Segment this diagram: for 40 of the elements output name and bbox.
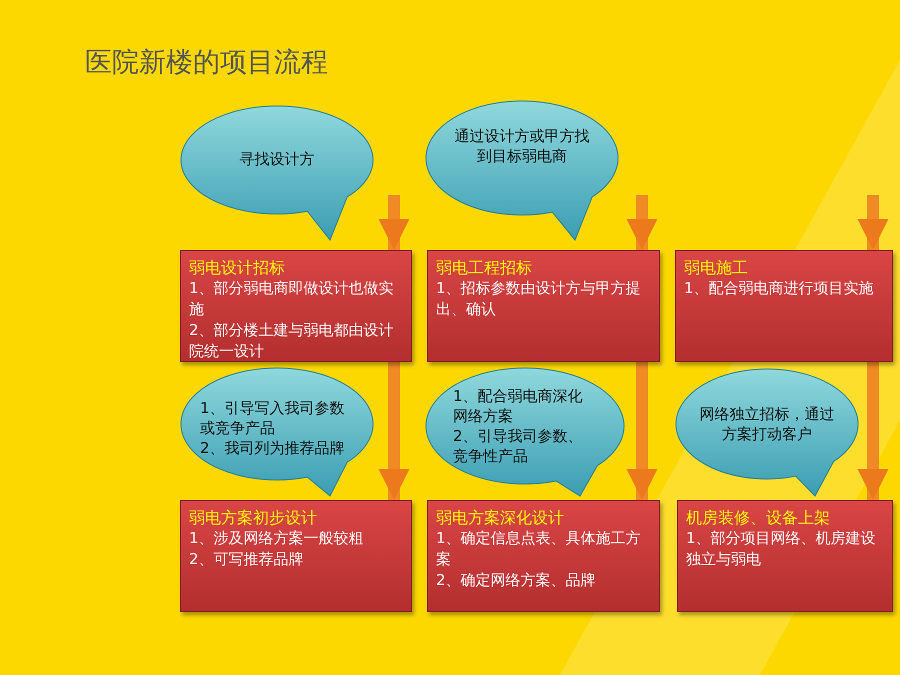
box-text: 1、确定信息点表、具体施工方案 — [436, 528, 642, 570]
box-heading: 弱电工程招标 — [436, 257, 533, 278]
speech-bubble — [675, 368, 860, 496]
arrow — [378, 362, 410, 500]
bubble-text: 通过设计方或甲方找到目标弱电商 — [454, 126, 590, 166]
box-heading: 机房装修、设备上架 — [686, 507, 831, 528]
box-text: 1、部分弱电商即做设计也做实施 — [189, 278, 395, 320]
arrow — [857, 362, 889, 500]
speech-bubble — [180, 368, 375, 496]
speech-bubble — [180, 105, 375, 240]
box-text: 1、涉及网络方案一般较粗 — [189, 528, 365, 549]
box-text: 1、部分项目网络、机房建设独立与弱电 — [686, 528, 877, 570]
box-text: 2、可写推荐品牌 — [189, 549, 305, 570]
arrow — [378, 195, 410, 250]
bubble-text: 网络独立招标，通过方案打动客户 — [698, 404, 836, 444]
box-text: 2、确定网络方案、品牌 — [436, 570, 597, 591]
box-heading: 弱电方案初步设计 — [189, 507, 318, 528]
box-heading: 弱电施工 — [684, 257, 749, 278]
box-heading: 弱电设计招标 — [189, 257, 286, 278]
box-text: 1、招标参数由设计方与甲方提出、确认 — [436, 278, 642, 320]
process-box — [180, 250, 412, 362]
bubble-text: 2、引导我司参数、竞争性产品 — [453, 426, 584, 466]
process-box — [180, 500, 412, 612]
process-box — [427, 250, 660, 362]
speech-bubble — [425, 368, 625, 496]
box-text: 2、部分楼土建与弱电都由设计院统一设计 — [189, 320, 395, 362]
process-box — [427, 500, 660, 612]
box-text: 1、配合弱电商进行项目实施 — [684, 278, 875, 299]
arrow — [857, 195, 889, 250]
arrow — [626, 195, 658, 250]
bubble-text: 1、配合弱电商深化网络方案 — [453, 386, 584, 426]
slide-title: 医院新楼的项目流程 — [85, 46, 328, 80]
bubble-text: 2、我司列为推荐品牌 — [200, 438, 346, 458]
box-heading: 弱电方案深化设计 — [436, 507, 565, 528]
speech-bubble — [425, 100, 620, 240]
process-box — [675, 250, 893, 362]
bubble-text: 寻找设计方 — [238, 149, 316, 169]
arrow — [626, 362, 658, 500]
process-box — [677, 500, 893, 612]
bubble-text: 1、引导写入我司参数或竞争产品 — [200, 398, 346, 438]
